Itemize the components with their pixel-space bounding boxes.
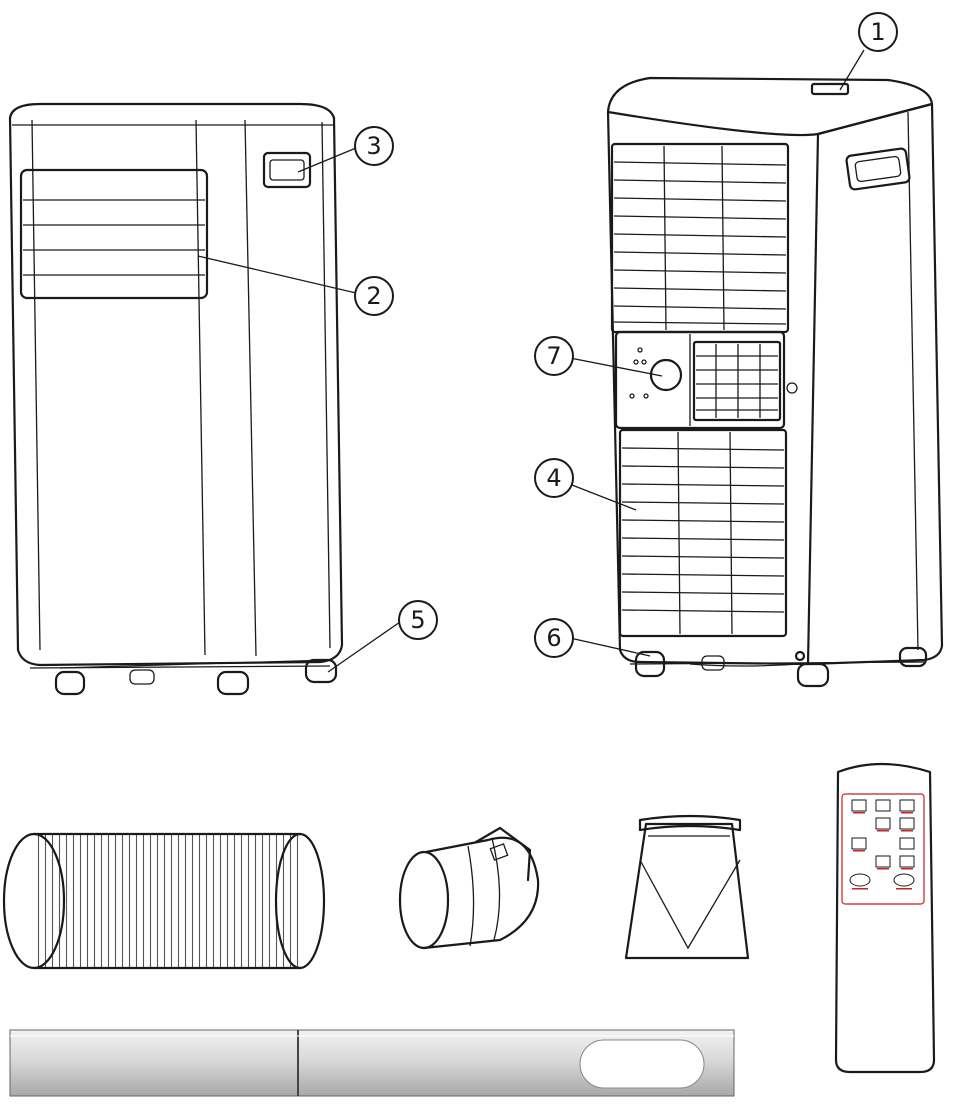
side-handle <box>262 151 312 189</box>
callout-5-label: 5 <box>410 606 426 634</box>
top-control-panel <box>810 82 850 96</box>
unit-front <box>8 102 344 696</box>
callout-2-label: 2 <box>366 282 382 310</box>
callout-1: 1 <box>858 12 898 52</box>
callout-6: 6 <box>534 618 574 658</box>
callout-4-label: 4 <box>546 464 562 492</box>
exhaust-panel <box>614 330 798 430</box>
callout-5: 5 <box>398 600 438 640</box>
exhaust-hose <box>2 832 326 970</box>
callout-2: 2 <box>354 276 394 316</box>
drain-outlet <box>649 358 683 392</box>
caster-wheels-rear <box>634 646 928 688</box>
unit-rear <box>606 76 944 688</box>
remote-control <box>834 762 936 1074</box>
upper-grille <box>610 142 790 334</box>
callout-1-label: 1 <box>870 18 886 46</box>
remote-button-marks <box>852 812 913 890</box>
window-nozzle <box>624 814 750 960</box>
callout-6-label: 6 <box>546 624 562 652</box>
front-louvre <box>19 168 209 300</box>
leader-lines <box>197 49 865 673</box>
remote-buttons <box>849 799 915 887</box>
caster-wheels-front <box>54 658 338 696</box>
callout-7-label: 7 <box>546 342 562 370</box>
callout-4: 4 <box>534 458 574 498</box>
hose-connector <box>398 826 540 950</box>
callout-7: 7 <box>534 336 574 376</box>
hose-opening <box>579 1039 705 1089</box>
window-slide-kit <box>9 1029 735 1097</box>
callout-3: 3 <box>354 126 394 166</box>
rear-side-handle <box>845 147 911 191</box>
lower-grille <box>618 428 788 638</box>
callout-3-label: 3 <box>366 132 382 160</box>
exhaust-vent <box>692 340 782 422</box>
